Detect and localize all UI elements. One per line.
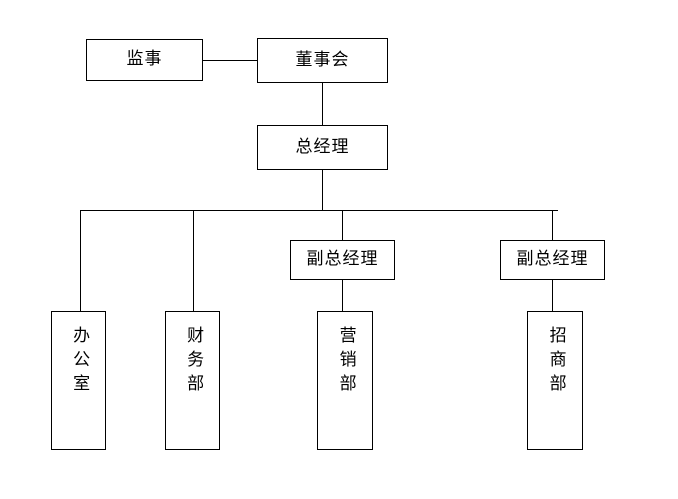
node-deputy-general-manager-2[interactable]: 副总经理 [500,240,605,280]
node-finance-department[interactable]: 财务部 [165,311,220,450]
node-marketing-department-label: 营销部 [335,326,356,398]
connector-supervisor-to-board [203,60,257,61]
node-office[interactable]: 办公室 [51,311,106,450]
connector-board-to-general-manager [322,83,323,125]
node-supervisor-label: 监事 [126,49,163,70]
node-board-of-directors[interactable]: 董事会 [257,38,388,83]
node-general-manager-label: 总经理 [295,136,350,157]
connector-bus-to-finance [193,210,194,311]
connector-general-manager-to-bus [322,170,323,211]
node-deputy-general-manager-1[interactable]: 副总经理 [290,240,395,280]
connector-deputy-gm-1-to-marketing [342,280,343,311]
node-deputy-general-manager-2-label: 副总经理 [516,249,589,270]
node-general-manager[interactable]: 总经理 [257,125,388,170]
node-deputy-general-manager-1-label: 副总经理 [306,249,379,270]
node-investment-department[interactable]: 招商部 [527,311,583,450]
node-finance-department-label: 财务部 [183,326,204,398]
connector-deputy-gm-2-to-investment [552,280,553,311]
node-supervisor[interactable]: 监事 [86,39,203,81]
node-investment-department-label: 招商部 [545,326,566,398]
connector-bus-to-deputy-gm-1 [342,210,343,240]
node-marketing-department[interactable]: 营销部 [317,311,373,450]
connector-bus-to-deputy-gm-2 [552,210,553,240]
node-board-of-directors-label: 董事会 [295,49,350,70]
connector-bus-to-office [80,210,81,311]
connector-distribution-bus [80,210,558,211]
node-office-label: 办公室 [69,326,90,398]
